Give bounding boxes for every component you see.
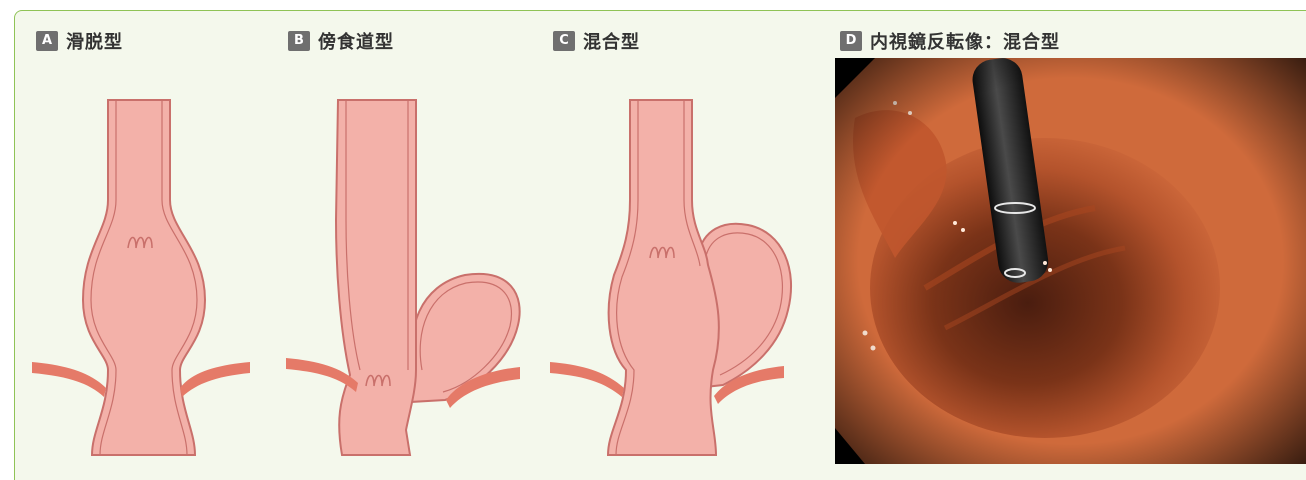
panel-c-esophagus-stomach (608, 100, 719, 455)
panel-a-esophagus-stomach (83, 100, 205, 455)
panel-b-title: 傍食道型 (318, 28, 394, 54)
panel-d-badge: D (840, 31, 862, 51)
panel-a-diaphragm-right (180, 362, 250, 397)
panel-b-badge: B (288, 31, 310, 51)
panel-b-diagram (280, 70, 530, 465)
panel-c-title: 混合型 (583, 28, 640, 54)
panel-c-badge: C (553, 31, 575, 51)
panel-d-header: D 内視鏡反転像：混合型 (840, 30, 1060, 52)
panel-a-badge: A (36, 31, 58, 51)
panel-d-title: 内視鏡反転像：混合型 (870, 28, 1060, 54)
panel-c-diagram (548, 70, 808, 465)
panel-a-diagram (20, 70, 270, 465)
panel-a-diaphragm-left (32, 362, 106, 397)
panel-a-header: A 滑脱型 (36, 30, 123, 52)
panel-c-diaphragm-left (550, 362, 624, 397)
panel-a-title: 滑脱型 (66, 28, 123, 54)
panel-c-header: C 混合型 (553, 30, 640, 52)
panel-b-header: B 傍食道型 (288, 30, 394, 52)
endoscopy-image (835, 58, 1306, 464)
